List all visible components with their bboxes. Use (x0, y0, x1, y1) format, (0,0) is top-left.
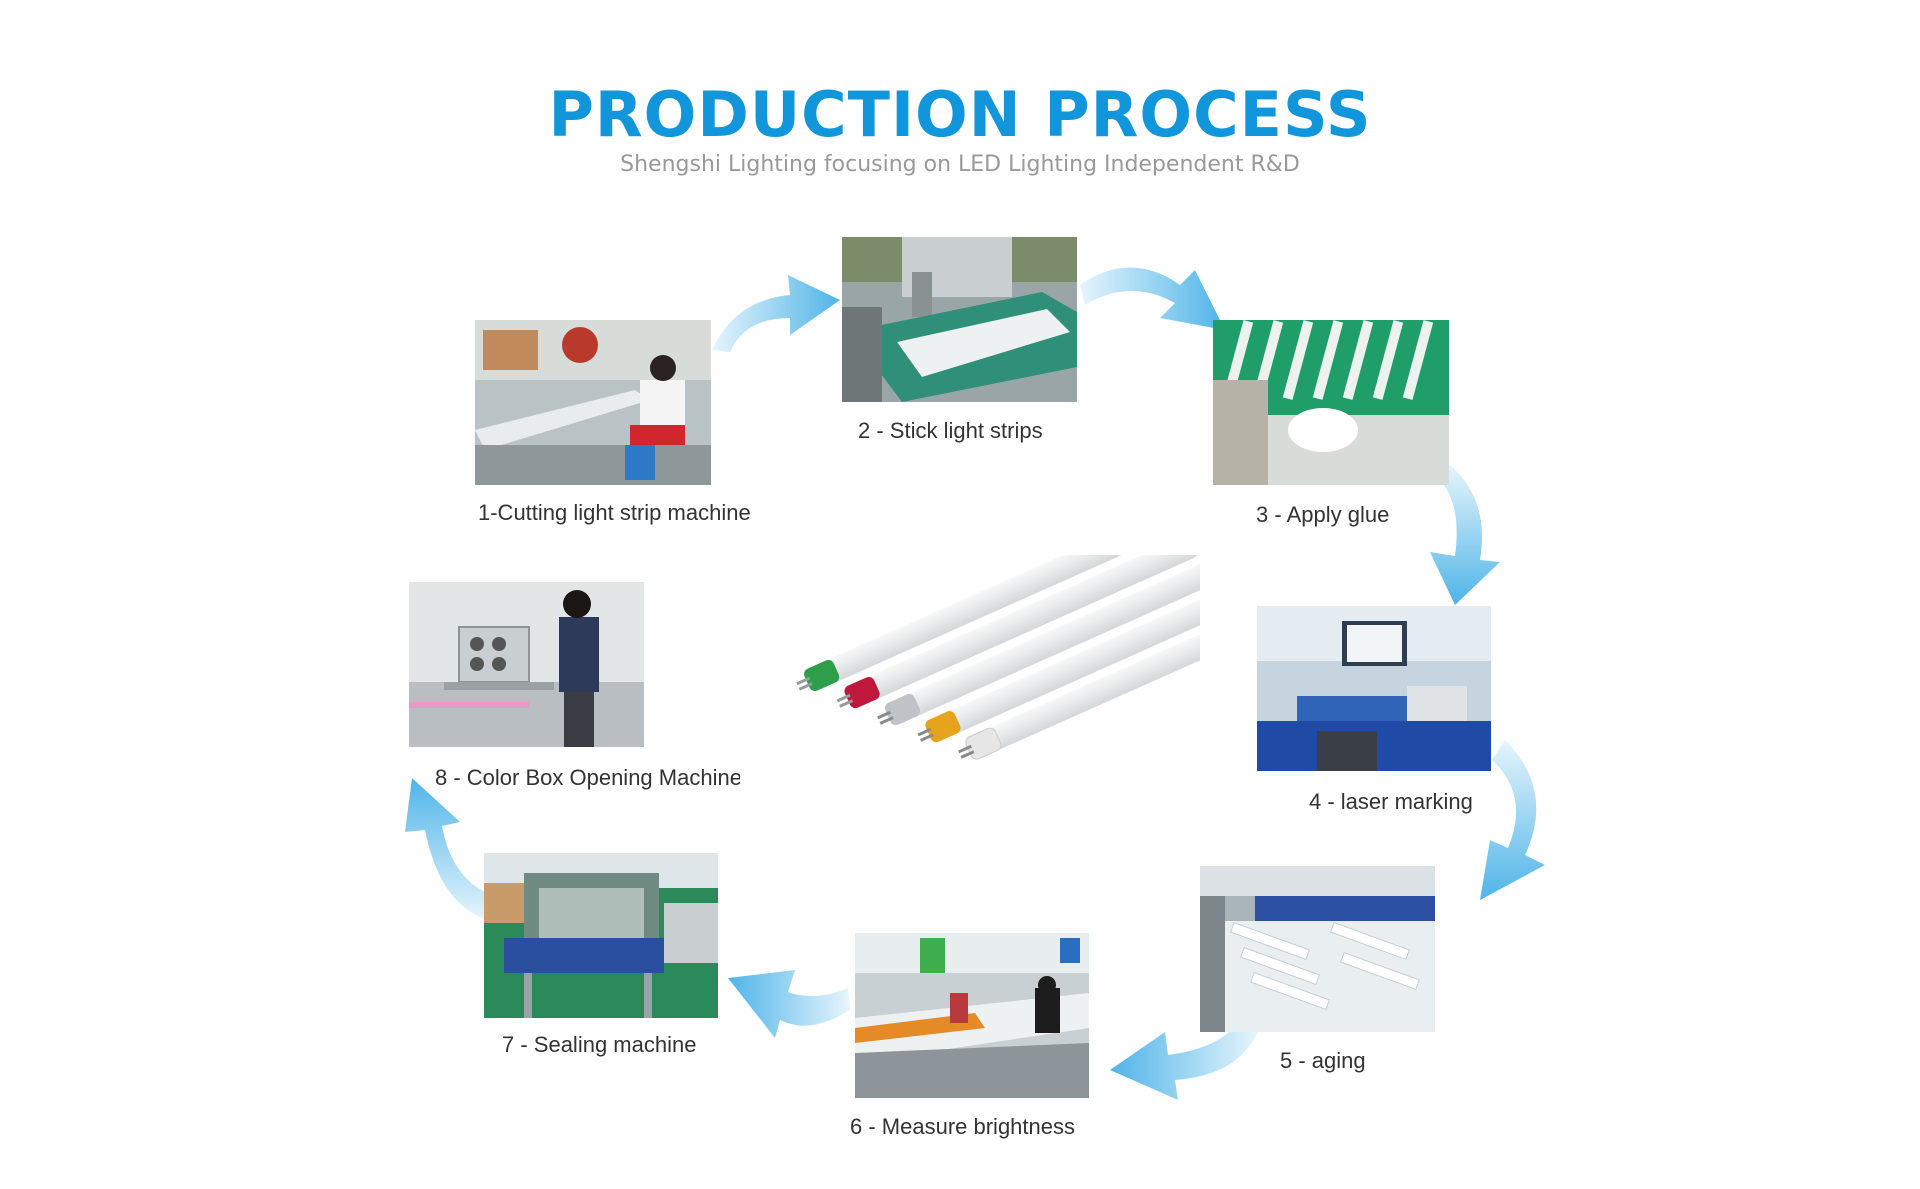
arrow-3-to-4 (1430, 465, 1500, 605)
arrow-4-to-5 (1480, 740, 1545, 900)
step-8-photo (409, 582, 644, 747)
step-8-label: 8 - Color Box Opening Machine (435, 765, 740, 790)
step-4-photo (1257, 606, 1491, 771)
step-2-label: 2 - Stick light strips (858, 418, 1043, 443)
page-subtitle: Shengshi Lighting focusing on LED Lighti… (620, 152, 1300, 177)
step-6-label: 6 - Measure brightness (850, 1114, 1075, 1139)
step-7-photo (484, 853, 718, 1018)
step-4-label: 4 - laser marking (1309, 789, 1473, 814)
step-3-photo (1213, 320, 1449, 485)
step-7-label: 7 - Sealing machine (502, 1032, 697, 1057)
arrow-5-to-6 (1110, 1022, 1258, 1100)
step-2-photo (842, 237, 1077, 402)
step-5-photo (1200, 866, 1435, 1032)
arrow-7-to-8 (405, 778, 492, 920)
step-1-label: 1-Cutting light strip machine (478, 500, 751, 525)
arrow-2-to-3 (1080, 267, 1225, 330)
step-6-photo (855, 933, 1089, 1098)
page-title: PRODUCTION PROCESS (548, 78, 1372, 151)
step-1-photo (475, 320, 711, 485)
led-tubes-illustration (796, 555, 1200, 760)
arrow-1-to-2 (712, 275, 840, 352)
step-5-label: 5 - aging (1280, 1048, 1366, 1073)
step-3-label: 3 - Apply glue (1256, 502, 1390, 527)
arrow-6-to-7 (728, 970, 850, 1038)
